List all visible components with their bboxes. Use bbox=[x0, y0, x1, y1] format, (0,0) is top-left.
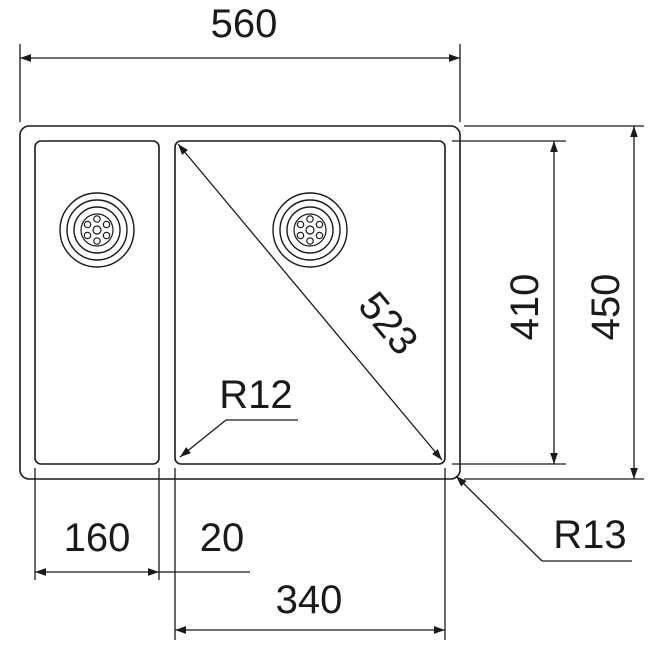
inner-radius-label: R12 bbox=[219, 373, 292, 417]
large-bowl-width-label: 340 bbox=[276, 578, 343, 622]
outer-radius-label: R13 bbox=[553, 513, 626, 557]
inner-height-dimension: 410 bbox=[452, 140, 566, 465]
overall-width-label: 560 bbox=[211, 2, 278, 46]
small-bowl-drain bbox=[59, 192, 135, 268]
outer-frame bbox=[19, 125, 461, 480]
diagonal-dimension: 523 bbox=[177, 143, 443, 461]
large-bowl-drain bbox=[272, 192, 348, 268]
overall-height-label: 450 bbox=[584, 274, 628, 341]
bottom-extension-lines bbox=[34, 468, 446, 640]
sink-outline bbox=[19, 125, 461, 480]
small-bowl bbox=[34, 140, 160, 465]
inner-radius-callout: R12 bbox=[179, 373, 298, 458]
divider-width-dimension: 20 bbox=[159, 516, 250, 573]
overall-height-dimension: 450 bbox=[464, 125, 644, 480]
diagonal-label: 523 bbox=[350, 284, 427, 363]
outer-radius-callout: R13 bbox=[455, 475, 632, 562]
inner-height-label: 410 bbox=[503, 274, 547, 341]
overall-width-dimension: 560 bbox=[19, 2, 461, 122]
small-bowl-width-dimension: 160 bbox=[35, 516, 159, 576]
large-bowl bbox=[174, 140, 446, 465]
large-bowl-width-dimension: 340 bbox=[175, 578, 445, 634]
divider-width-label: 20 bbox=[200, 516, 245, 560]
small-bowl-width-label: 160 bbox=[64, 516, 131, 560]
